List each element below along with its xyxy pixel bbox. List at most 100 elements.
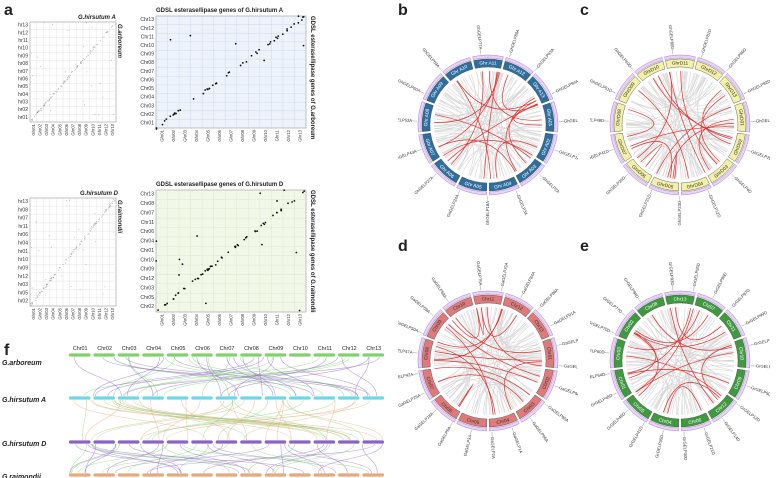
tick-ring xyxy=(418,134,433,164)
syntenic-link xyxy=(508,97,535,164)
synteny-link xyxy=(275,399,292,441)
dot xyxy=(45,287,47,288)
dot xyxy=(80,61,81,63)
gene-label: GaGELP95A xyxy=(547,405,569,424)
synteny-link xyxy=(284,443,325,474)
background-link xyxy=(477,321,526,415)
chromosome-segment xyxy=(694,297,724,318)
dot xyxy=(267,43,269,46)
dot xyxy=(66,79,68,81)
gene-label: GrGELP95D xyxy=(692,263,701,287)
y-tick-label: Chr10 xyxy=(18,257,28,263)
synteny-link xyxy=(162,399,201,441)
gene-label: GaGELP1A xyxy=(512,432,524,454)
dot xyxy=(110,203,112,205)
chromosome-segment xyxy=(421,102,434,132)
x-tick-label: Ghr10 xyxy=(90,123,95,135)
syntenic-link xyxy=(635,314,709,344)
gene-label: GaGELP84A xyxy=(521,271,537,295)
gene-tick xyxy=(529,418,534,423)
chromosome-label: GhrD08 xyxy=(615,109,623,127)
synteny-link xyxy=(139,399,247,441)
dot xyxy=(49,280,51,282)
gene-tick xyxy=(611,91,617,94)
dot xyxy=(174,294,177,297)
chromosome-segment xyxy=(650,176,680,192)
dot xyxy=(51,279,53,281)
y-tick-label: Chr02 xyxy=(18,107,28,113)
tick-ring xyxy=(610,370,625,400)
dot xyxy=(76,67,78,69)
background-link xyxy=(484,325,530,415)
synteny-link xyxy=(85,399,121,441)
dot xyxy=(99,219,100,221)
gene-tick xyxy=(445,297,449,303)
x-tick-label: Ghr13 xyxy=(298,129,303,141)
gene-label: GhGELP51D xyxy=(590,78,613,93)
background-link xyxy=(656,73,699,174)
dot xyxy=(65,81,67,82)
dot xyxy=(88,54,89,56)
dot xyxy=(84,104,86,106)
syntenic-link xyxy=(450,71,484,165)
dot xyxy=(155,128,158,130)
background-link xyxy=(473,308,542,358)
chromosome-bar xyxy=(117,473,140,477)
dot xyxy=(73,251,75,253)
background-link xyxy=(435,112,541,137)
dot xyxy=(45,101,47,103)
dot xyxy=(50,110,51,111)
dot xyxy=(105,210,107,212)
gene-tick xyxy=(470,430,472,435)
dot xyxy=(94,213,96,214)
syntenic-link xyxy=(675,307,722,341)
background-link xyxy=(452,84,482,179)
chromosome-label: Chr13 xyxy=(673,297,686,303)
syntenic-link xyxy=(456,80,491,179)
dot xyxy=(31,52,33,54)
dot xyxy=(276,200,278,202)
x-tick-label: Ghr05 xyxy=(57,123,62,135)
y-tick-label: Chr08 xyxy=(18,207,28,213)
chromosome-bar xyxy=(289,473,311,477)
synteny-link xyxy=(140,399,225,441)
dot xyxy=(73,69,75,71)
syntenic-link xyxy=(638,90,689,179)
dot xyxy=(107,30,109,32)
chromosome-bar xyxy=(313,353,336,357)
dot xyxy=(74,237,75,239)
y-tick-label: Chr04 xyxy=(140,95,154,101)
gene-label: GaGELP29A xyxy=(398,393,421,408)
chromosome-bar xyxy=(93,473,115,477)
syntenic-link xyxy=(443,140,533,156)
chromosome-bar xyxy=(240,473,262,477)
gene-label: GhGELP86D xyxy=(727,47,747,69)
synteny-link xyxy=(202,399,234,441)
dot xyxy=(155,259,158,262)
dot xyxy=(57,270,59,271)
tick-ring xyxy=(430,163,457,187)
detail-title: GDSL esterase/lipase genes of G.hirsutum… xyxy=(156,8,284,14)
dot xyxy=(84,235,86,237)
dot xyxy=(65,259,67,261)
dot xyxy=(113,199,115,201)
dot xyxy=(89,229,91,231)
dot xyxy=(64,262,66,264)
synteny-link xyxy=(104,399,328,441)
dot xyxy=(239,64,242,67)
synteny-link xyxy=(112,399,292,441)
y-tick-label: Chr05 xyxy=(140,295,154,301)
chromosome-label: GhrD07 xyxy=(616,138,628,156)
background-link xyxy=(685,307,698,413)
dot xyxy=(44,103,46,105)
background-link xyxy=(703,343,732,392)
dot xyxy=(55,273,56,275)
background-link xyxy=(458,148,505,177)
chromosome-bar xyxy=(69,473,91,477)
background-link xyxy=(629,374,716,402)
background-link xyxy=(491,72,503,179)
dot xyxy=(38,110,40,112)
chromosome-segment xyxy=(515,394,542,420)
dot xyxy=(197,277,200,280)
